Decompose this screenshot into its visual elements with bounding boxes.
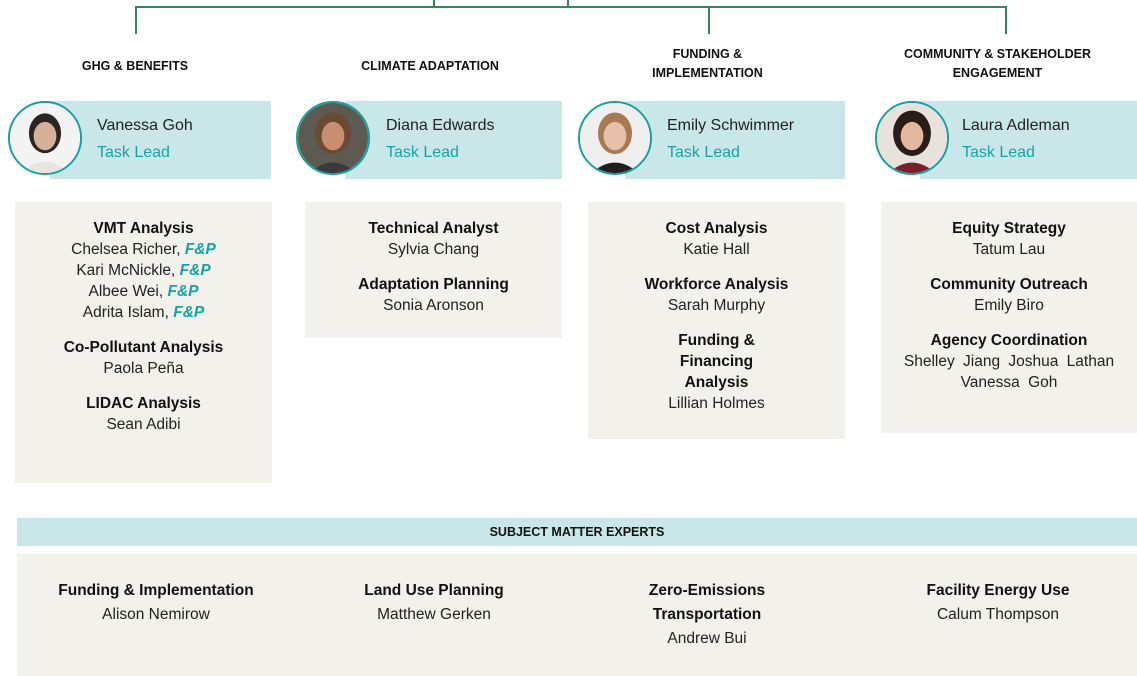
team-section: Co-Pollutant Analysis Paola Peña — [15, 337, 272, 379]
lead-band — [345, 101, 562, 179]
lead-role: Task Lead — [97, 144, 170, 161]
member-name: Shelley Jiang Joshua Lathan Vanessa Goh — [903, 353, 1115, 391]
member-name: Sarah Murphy — [667, 297, 766, 314]
team-section: Cost Analysis Katie Hall — [588, 218, 845, 260]
team-section: VMT Analysis Chelsea Richer, F&P Kari Mc… — [15, 218, 272, 323]
member: Kari McNickle, F&P — [76, 262, 211, 279]
team-section: Community Outreach Emily Biro — [881, 274, 1137, 316]
team-section: Adaptation Planning Sonia Aronson — [305, 274, 562, 316]
lead-name: Laura Adleman — [962, 117, 1070, 134]
lead-name: Emily Schwimmer — [667, 117, 795, 134]
sme-name: Alison Nemirow — [102, 606, 210, 623]
firm-label: F&P — [173, 304, 205, 321]
avatar — [875, 101, 949, 175]
sme-item: Zero-Emissions Transportation Andrew Bui — [627, 579, 787, 651]
section-title: Community Outreach — [930, 276, 1088, 293]
category-title: GHG & BENEFITS — [81, 59, 189, 73]
lead-name: Diana Edwards — [386, 117, 495, 134]
sme-title: Funding & Implementation — [58, 582, 254, 599]
team-box: Technical Analyst Sylvia Chang Adaptatio… — [305, 202, 562, 338]
member-name: Katie Hall — [683, 241, 750, 258]
team-box: VMT Analysis Chelsea Richer, F&P Kari Mc… — [15, 202, 272, 483]
sme-title: Zero-Emissions Transportation — [648, 582, 766, 623]
member: Chelsea Richer, F&P — [71, 241, 216, 258]
firm-label: F&P — [167, 283, 199, 300]
lead-band — [50, 101, 271, 179]
section-title: Equity Strategy — [952, 220, 1066, 237]
section-title: Adaptation Planning — [358, 276, 509, 293]
sme-name: Calum Thompson — [936, 606, 1060, 623]
connector-horizontal — [135, 6, 1007, 8]
lead-role: Task Lead — [667, 144, 740, 161]
avatar — [8, 101, 82, 175]
member-name: Emily Biro — [974, 297, 1044, 314]
member-name: Sonia Aronson — [383, 297, 484, 314]
team-box: Cost Analysis Katie Hall Workforce Analy… — [588, 202, 845, 439]
member-name: Adrita Islam — [82, 304, 165, 321]
firm-label: F&P — [184, 241, 216, 258]
team-section: Funding & Financing Analysis Lillian Hol… — [588, 330, 845, 414]
connector-root — [567, 0, 569, 8]
lead-band — [920, 101, 1137, 179]
connector-col-2 — [433, 0, 435, 8]
team-section: LIDAC Analysis Sean Adibi — [15, 393, 272, 435]
member-name: Chelsea Richer — [71, 241, 177, 258]
lead-role: Task Lead — [386, 144, 459, 161]
connector-col-4 — [1005, 6, 1007, 34]
team-section: Agency Coordination Shelley Jiang Joshua… — [881, 330, 1137, 393]
member-name: Tatum Lau — [972, 241, 1046, 258]
sme-title: Facility Energy Use — [926, 582, 1070, 599]
team-section: Technical Analyst Sylvia Chang — [305, 218, 562, 260]
section-title: Funding & Financing Analysis — [678, 332, 755, 391]
person-icon — [10, 103, 80, 173]
firm-label: F&P — [179, 262, 211, 279]
section-title: Cost Analysis — [665, 220, 768, 237]
category-title: CLIMATE ADAPTATION — [361, 59, 499, 73]
section-title: Agency Coordination — [930, 332, 1088, 349]
member-name: Paola Peña — [103, 360, 184, 377]
section-title: Technical Analyst — [368, 220, 499, 237]
member-name: Sylvia Chang — [387, 241, 480, 258]
person-icon — [580, 103, 650, 173]
section-title: VMT Analysis — [93, 220, 194, 237]
member-name: Sean Adibi — [106, 416, 181, 433]
sme-header: SUBJECT MATTER EXPERTS — [17, 518, 1137, 546]
team-box: Equity Strategy Tatum Lau Community Outr… — [881, 202, 1137, 433]
team-section: Workforce Analysis Sarah Murphy — [588, 274, 845, 316]
lead-name: Vanessa Goh — [97, 117, 193, 134]
sme-item: Land Use Planning Matthew Gerken — [305, 579, 563, 627]
member-name: Kari McNickle — [76, 262, 172, 279]
person-icon — [298, 103, 368, 173]
category-title: FUNDING & IMPLEMENTATION — [652, 47, 763, 80]
team-section: Equity Strategy Tatum Lau — [881, 218, 1137, 260]
connector-col-3 — [708, 6, 710, 34]
sme-title: Land Use Planning — [364, 582, 504, 599]
sme-item: Funding & Implementation Alison Nemirow — [27, 579, 285, 627]
category-title: COMMUNITY & STAKEHOLDER ENGAGEMENT — [903, 47, 1092, 80]
avatar — [578, 101, 652, 175]
avatar — [296, 101, 370, 175]
section-title: Workforce Analysis — [644, 276, 789, 293]
sme-item: Facility Energy Use Calum Thompson — [869, 579, 1127, 627]
lead-role: Task Lead — [962, 144, 1035, 161]
sme-box: Funding & Implementation Alison Nemirow … — [17, 554, 1137, 676]
section-title: Co-Pollutant Analysis — [63, 339, 224, 356]
sme-name: Andrew Bui — [667, 630, 747, 647]
member: Adrita Islam, F&P — [82, 304, 205, 321]
member-name: Lillian Holmes — [668, 395, 765, 412]
person-icon — [877, 103, 947, 173]
section-title: LIDAC Analysis — [86, 395, 201, 412]
sme-name: Matthew Gerken — [377, 606, 491, 623]
connector-col-1 — [135, 6, 137, 34]
member-name: Albee Wei — [88, 283, 159, 300]
member: Albee Wei, F&P — [88, 283, 199, 300]
lead-band — [625, 101, 845, 179]
